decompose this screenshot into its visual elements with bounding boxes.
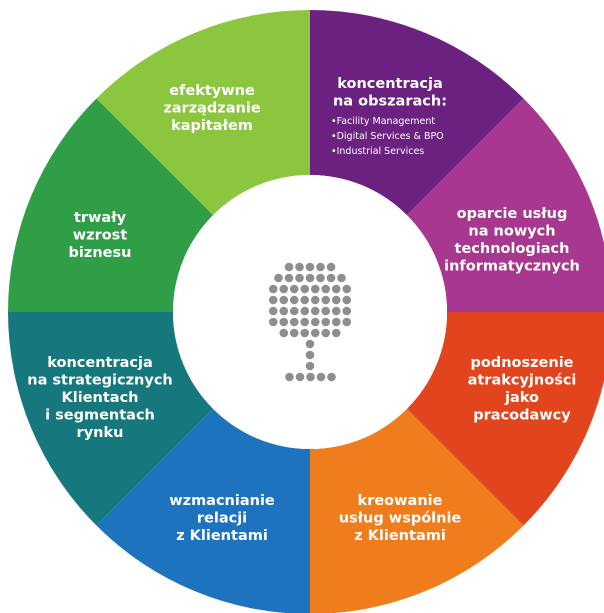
label-line: koncentracja: [47, 355, 153, 371]
tree-dots-icon: [268, 262, 352, 382]
label-line: na obszarach:: [333, 94, 447, 110]
bullet-item: •Digital Services & BPO: [331, 131, 444, 142]
label-line: koncentracja: [337, 76, 443, 92]
label-line: pracodawcy: [473, 408, 571, 424]
label-line: na strategicznych: [27, 373, 173, 389]
segment-employer-attractiveness: [406, 312, 604, 526]
label-line: relacji: [197, 511, 247, 527]
label-line: efektywne: [169, 83, 255, 99]
segment-concentration-areas: [310, 10, 524, 216]
label-line: podnoszenie: [470, 355, 573, 371]
segment-it-based-services: [406, 98, 604, 312]
segment-strategic-clients: [7, 312, 214, 526]
segment-client-relations: [96, 408, 310, 613]
wheel-labels: koncentracja na obszarach: •Facility Manag…: [27, 76, 580, 544]
label-line: z Klientami: [354, 528, 446, 544]
label-line: wzmacnianie: [169, 493, 275, 509]
label-line: zarządzanie: [163, 101, 260, 117]
label-line: i segmentach: [45, 408, 155, 424]
segment-co-creating-services: [310, 408, 524, 613]
label-line: kapitałem: [171, 118, 253, 134]
label-line: jako: [504, 390, 539, 406]
label-line: rynku: [77, 425, 124, 441]
label-line: na nowych: [468, 224, 555, 240]
label-line: trwały: [74, 210, 127, 226]
label-line: oparcie usług: [457, 206, 568, 222]
label-line: usług wspólnie: [339, 511, 462, 527]
label-concentration-areas: koncentracja na obszarach:: [333, 76, 447, 110]
center-circle: [173, 175, 447, 449]
label-line: atrakcyjności: [468, 373, 577, 389]
segment-capital-management: [96, 10, 310, 216]
label-line: kreowanie: [358, 493, 443, 509]
wheel-segments: [7, 10, 604, 613]
label-line: biznesu: [69, 245, 132, 261]
bullet-item: •Facility Management: [331, 116, 435, 127]
segment-business-growth: [8, 98, 214, 312]
label-line: z Klientami: [176, 528, 268, 544]
bullet-item: •Industrial Services: [331, 146, 424, 157]
label-line: wzrost: [73, 228, 128, 244]
label-line: Klientach: [62, 390, 139, 406]
label-line: technologiach: [455, 241, 570, 257]
label-line: informatycznych: [444, 259, 580, 275]
